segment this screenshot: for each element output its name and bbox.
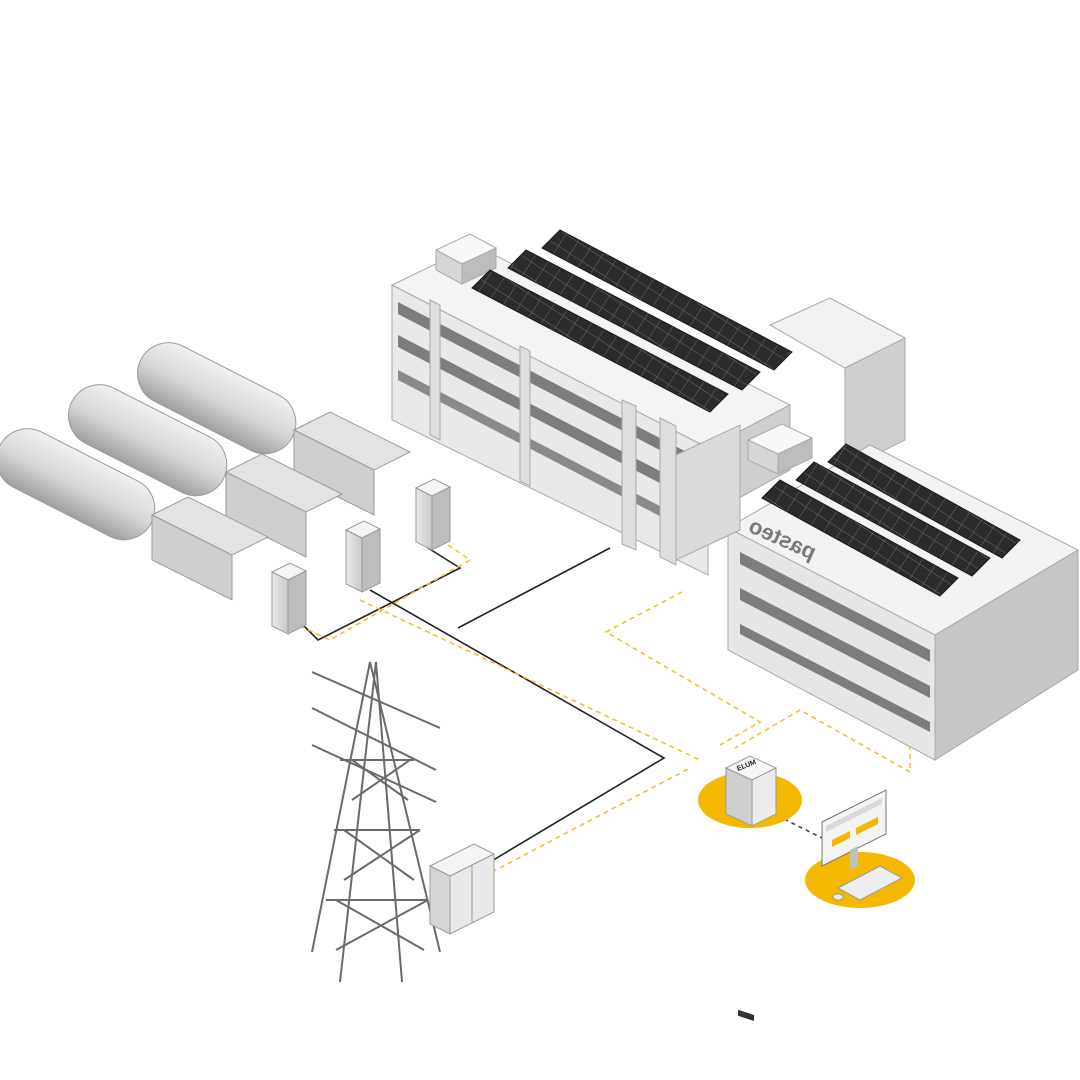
annex-side-facade [934, 549, 1079, 761]
monitor-stand [850, 846, 858, 870]
generator-set-3 [137, 342, 412, 516]
generator-data-line [299, 544, 472, 641]
power-lines [299, 547, 666, 863]
solar-row-1 [541, 229, 793, 371]
solar-row-2 [507, 249, 761, 391]
generator-cabinet-3 [414, 478, 452, 551]
grid-cabinet [428, 843, 496, 935]
keyboard [836, 865, 904, 901]
generator-cabinet-2 [344, 520, 382, 593]
annex-solar-row-3 [761, 479, 959, 597]
factory-building [390, 229, 1080, 761]
gas-tank-3 [137, 342, 297, 455]
hvac-unit-side [461, 247, 497, 285]
gas-tank-1 [0, 428, 156, 541]
mouse [832, 893, 844, 901]
link-block [675, 424, 741, 561]
energy-controller [698, 755, 802, 1021]
monitoring-workstation [805, 789, 915, 908]
annex-window-bands [740, 552, 930, 732]
generator-engine-2-body [225, 471, 307, 558]
generators-to-building-line [457, 547, 611, 629]
generator-cabinets [270, 478, 452, 635]
transmission-pylon [311, 661, 441, 983]
main-pillars [429, 299, 677, 566]
rear-tower-side [844, 337, 906, 471]
solar-array-main [471, 229, 793, 413]
grid-to-controller-data-line [491, 767, 691, 873]
generator-set-2 [68, 384, 344, 558]
bus-to-grid-line [369, 589, 666, 863]
monitor-ui-content [826, 798, 882, 847]
generator-cabinet-1 [270, 562, 308, 635]
solar-row-3 [471, 269, 729, 413]
generators-to-controller-data-line [359, 599, 701, 761]
annex-solar-row-1 [827, 443, 1021, 559]
generator-engine-3-body [293, 429, 375, 516]
generator-engine-1-body [151, 514, 233, 601]
annex-roof-hvac [746, 423, 814, 475]
generator-set-1 [0, 428, 270, 601]
gas-tank-2 [68, 384, 228, 497]
solar-array-annex [761, 443, 1021, 597]
annex-solar-row-2 [795, 461, 991, 577]
building-to-controller-data-line [604, 591, 762, 746]
